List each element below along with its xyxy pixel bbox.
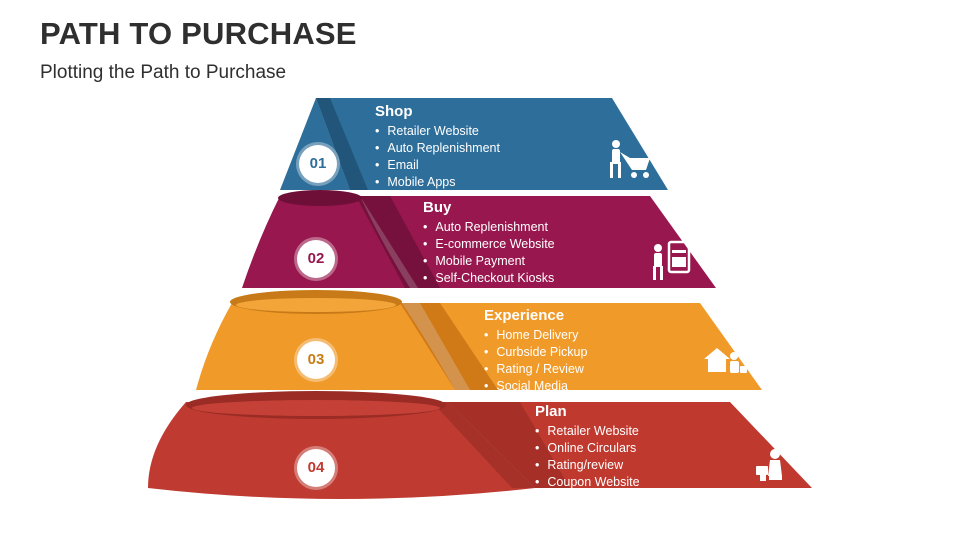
level-bullet-list: Home Delivery Curbside Pickup Rating / R… — [484, 327, 587, 395]
level-bullet-list: Auto Replenishment E-commerce Website Mo… — [423, 219, 555, 287]
page-subtitle: Plotting the Path to Purchase — [40, 62, 287, 83]
list-item: Auto Replenishment — [423, 219, 555, 236]
level-buy-text: Buy Auto Replenishment E-commerce Websit… — [423, 199, 555, 287]
person-at-laptop-icon — [756, 449, 782, 481]
list-item: Self-Checkout Kiosks — [423, 270, 555, 287]
list-item: E-commerce Website — [423, 236, 554, 253]
level-number-badge: 03 — [297, 341, 335, 379]
list-item: Mobile Apps — [375, 174, 500, 191]
list-item: Social Media — [484, 378, 587, 395]
person-at-store-icon — [653, 240, 691, 280]
level-title: Shop — [375, 103, 413, 120]
level-number-badge: 01 — [299, 145, 337, 183]
level-plan-text: Plan Retailer Website Online Circulars R… — [535, 403, 640, 491]
list-item: Retailer Website — [535, 423, 640, 440]
list-item: Home Delivery — [484, 327, 587, 344]
list-item: Mobile Payment — [423, 253, 555, 270]
person-shopping-cart-icon — [610, 140, 650, 178]
page-title: PATH TO PURCHASE — [40, 16, 357, 51]
level-title: Plan — [535, 403, 567, 420]
list-item: Rating / Review — [484, 361, 587, 378]
list-item: Rating/review — [535, 457, 640, 474]
list-item: Auto Replenishment — [375, 140, 500, 157]
list-item: Email — [375, 157, 500, 174]
level-number-badge: 02 — [297, 240, 335, 278]
level-number-badge: 04 — [297, 449, 335, 487]
level-experience-shape — [196, 290, 762, 390]
level-title: Experience — [484, 307, 565, 324]
level-shop-text: Shop Retailer Website Auto Replenishment… — [375, 103, 500, 191]
level-experience-text: Experience Home Delivery Curbside Pickup… — [484, 307, 587, 395]
list-item: Curbside Pickup — [484, 344, 587, 361]
level-plan-shape — [148, 391, 812, 499]
level-title: Buy — [423, 199, 452, 216]
list-item: Online Circulars — [535, 440, 640, 457]
list-item: Retailer Website — [375, 123, 500, 140]
level-bullet-list: Retailer Website Online Circulars Rating… — [535, 423, 640, 491]
list-item: Coupon Website — [535, 474, 639, 491]
level-bullet-list: Retailer Website Auto Replenishment Emai… — [375, 123, 500, 191]
home-delivery-icon — [704, 348, 747, 373]
